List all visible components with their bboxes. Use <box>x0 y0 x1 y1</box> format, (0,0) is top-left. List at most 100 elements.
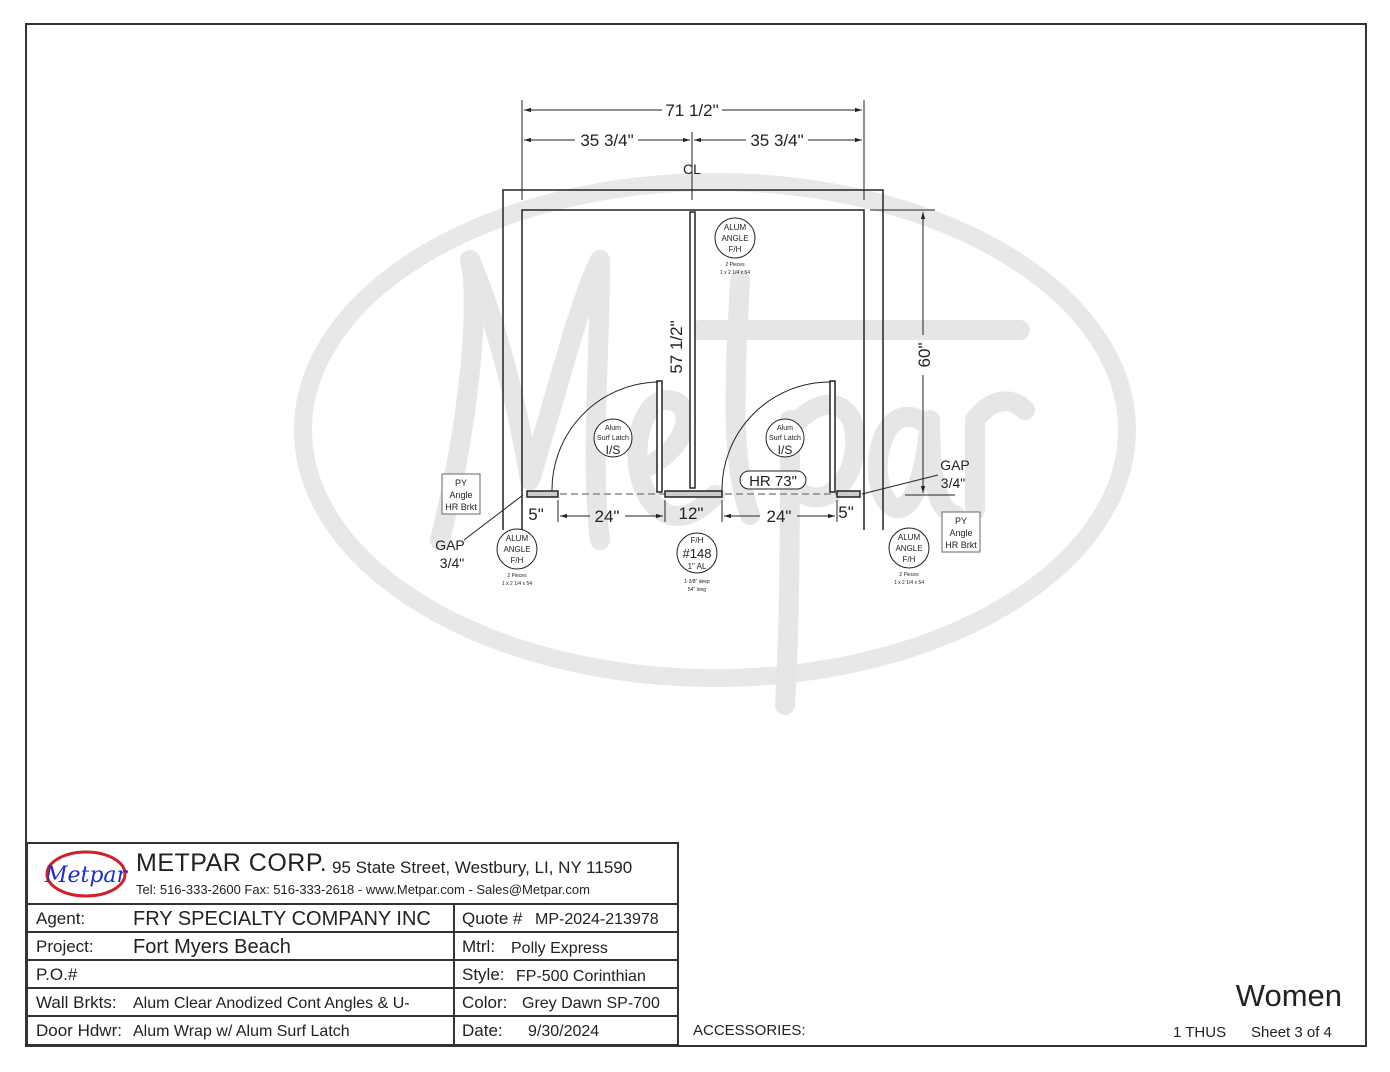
gap-right-label: GAP <box>940 457 970 473</box>
dim-left-stile: 5" <box>528 505 544 524</box>
quantity: 1 THUS <box>1173 1024 1227 1041</box>
label: Color: <box>462 993 508 1012</box>
py-bracket-right: PY Angle HR Brkt <box>941 511 981 553</box>
watermark-letter-e <box>627 390 725 526</box>
svg-text:Alum: Alum <box>605 425 621 432</box>
project-value: Fort Myers Beach <box>133 936 291 958</box>
svg-text:ANGLE: ANGLE <box>721 234 748 243</box>
row-wall-brackets: Wall Brkts: Alum Clear Anodized Cont Ang… <box>28 989 677 1017</box>
metpar-logo: Metpar <box>44 850 128 898</box>
svg-text:1 x 2 1/4 x 54: 1 x 2 1/4 x 54 <box>502 581 532 587</box>
quote-value: MP-2024-213978 <box>535 911 659 928</box>
svg-text:1-3/8" deep: 1-3/8" deep <box>684 579 710 585</box>
title-block-header: Metpar METPAR CORP. 95 State Street, Wes… <box>28 844 677 905</box>
gap-right-value: 3/4" <box>941 475 965 491</box>
date-value: 9/30/2024 <box>528 1023 600 1040</box>
svg-text:ALUM: ALUM <box>898 533 921 542</box>
gap-left-value: 3/4" <box>440 555 464 571</box>
svg-text:#148: #148 <box>683 546 712 561</box>
column-divider <box>453 905 455 1044</box>
company-contact: Tel: 516-333-2600 Fax: 516-333-2618 - ww… <box>136 882 590 897</box>
dim-half-right: 35 3/4" <box>750 131 803 150</box>
dim-overall: 71 1/2" <box>665 101 718 120</box>
watermark-letter-r <box>964 391 1035 520</box>
title-block-grid <box>28 905 677 1044</box>
label: Style: <box>462 965 505 984</box>
company-name: METPAR CORP. <box>136 849 328 877</box>
svg-text:2 Pieces: 2 Pieces <box>725 262 745 268</box>
svg-text:ALUM: ALUM <box>506 534 529 543</box>
label: Door Hdwr: <box>36 1021 122 1040</box>
color-value: Grey Dawn SP-700 <box>522 995 660 1012</box>
hr-label: HR 73" <box>749 473 797 490</box>
svg-text:HR Brkt: HR Brkt <box>945 540 977 550</box>
svg-text:2 Pieces: 2 Pieces <box>899 572 919 578</box>
row-agent: Agent: FRY SPECIALTY COMPANY INC Quote #… <box>28 905 677 933</box>
svg-text:Alum: Alum <box>777 425 793 432</box>
svg-text:F/H: F/H <box>511 556 524 565</box>
label: Date: <box>462 1021 503 1040</box>
svg-text:1 x 2 1/4 x 54: 1 x 2 1/4 x 54 <box>720 270 750 276</box>
dim-left-door: 24" <box>595 507 620 526</box>
watermark-letter-p <box>775 394 866 715</box>
company-address: 95 State Street, Westbury, LI, NY 11590 <box>332 858 633 877</box>
svg-text:HR Brkt: HR Brkt <box>445 502 477 512</box>
material-value: Polly Express <box>511 940 608 957</box>
svg-text:F/H: F/H <box>903 555 916 564</box>
svg-text:Angle: Angle <box>949 528 972 538</box>
gap-left-label: GAP <box>435 537 465 553</box>
watermark-letter-t <box>690 270 1030 525</box>
dim-right-stile: 5" <box>838 503 854 522</box>
logo-text: Metpar <box>44 863 128 888</box>
row-door-hardware: Door Hdwr: Alum Wrap w/ Alum Surf Latch … <box>28 1017 677 1043</box>
style-value: FP-500 Corinthian <box>516 968 646 985</box>
dim-right-door: 24" <box>767 507 792 526</box>
svg-text:PY: PY <box>955 516 967 526</box>
accessories-label: ACCESSORIES: <box>693 1022 806 1039</box>
watermark-letter-m <box>430 250 610 550</box>
alum-angle-right-callout: ALUM ANGLE F/H 2 Pieces 1 x 2 1/4 x 54 <box>888 527 930 586</box>
label: Quote # <box>462 909 523 928</box>
centerline-mark: CL <box>683 161 701 177</box>
label: P.O.# <box>36 965 78 984</box>
svg-text:PY: PY <box>455 478 467 488</box>
watermark <box>294 173 1136 715</box>
dim-half-left: 35 3/4" <box>580 131 633 150</box>
title-block: Metpar METPAR CORP. 95 State Street, Wes… <box>26 842 679 1046</box>
svg-text:54" long: 54" long <box>688 587 706 593</box>
dimension-labels: 71 1/2" 35 3/4" 35 3/4" CL 60" 57 1/2" 5… <box>435 101 970 571</box>
svg-text:ANGLE: ANGLE <box>895 544 922 553</box>
label: Wall Brkts: <box>36 993 117 1012</box>
label: Agent: <box>36 909 86 928</box>
label: Project: <box>36 937 94 956</box>
drawing-border <box>25 23 1367 1047</box>
svg-text:F/H: F/H <box>729 245 742 254</box>
dim-center-stile: 12" <box>679 504 704 523</box>
row-project: Project: Fort Myers Beach Mtrl: Polly Ex… <box>28 933 677 961</box>
dim-panel-height: 57 1/2" <box>667 320 686 373</box>
room-title: Women <box>1235 978 1342 1013</box>
svg-text:F/H: F/H <box>691 536 704 545</box>
svg-text:I/S: I/S <box>778 443 793 457</box>
partition-outline <box>502 189 884 530</box>
dim-60: 60" <box>915 343 934 368</box>
svg-text:1 x 2 1/4 x 54: 1 x 2 1/4 x 54 <box>894 580 924 586</box>
watermark-letter-a <box>867 407 965 525</box>
dimensions <box>463 100 955 541</box>
svg-text:1" AL: 1" AL <box>688 562 707 571</box>
door-hardware-value: Alum Wrap w/ Alum Surf Latch <box>133 1023 350 1040</box>
svg-text:Surf Latch: Surf Latch <box>597 435 629 442</box>
sheet-number: Sheet 3 of 4 <box>1251 1024 1332 1041</box>
wall-brackets-value: Alum Clear Anodized Cont Angles & U- <box>133 995 410 1012</box>
agent-value: FRY SPECIALTY COMPANY INC <box>133 908 431 930</box>
alum-angle-left-callout: ALUM ANGLE F/H 2 Pieces 1 x 2 1/4 x 54 <box>496 528 538 587</box>
svg-text:Surf Latch: Surf Latch <box>769 435 801 442</box>
svg-text:ANGLE: ANGLE <box>503 545 530 554</box>
callouts: ALUM ANGLE F/H 2 Pieces 1 x 2 1/4 x 54 ALUM… <box>441 217 981 593</box>
svg-text:2 Pieces: 2 Pieces <box>507 573 527 579</box>
